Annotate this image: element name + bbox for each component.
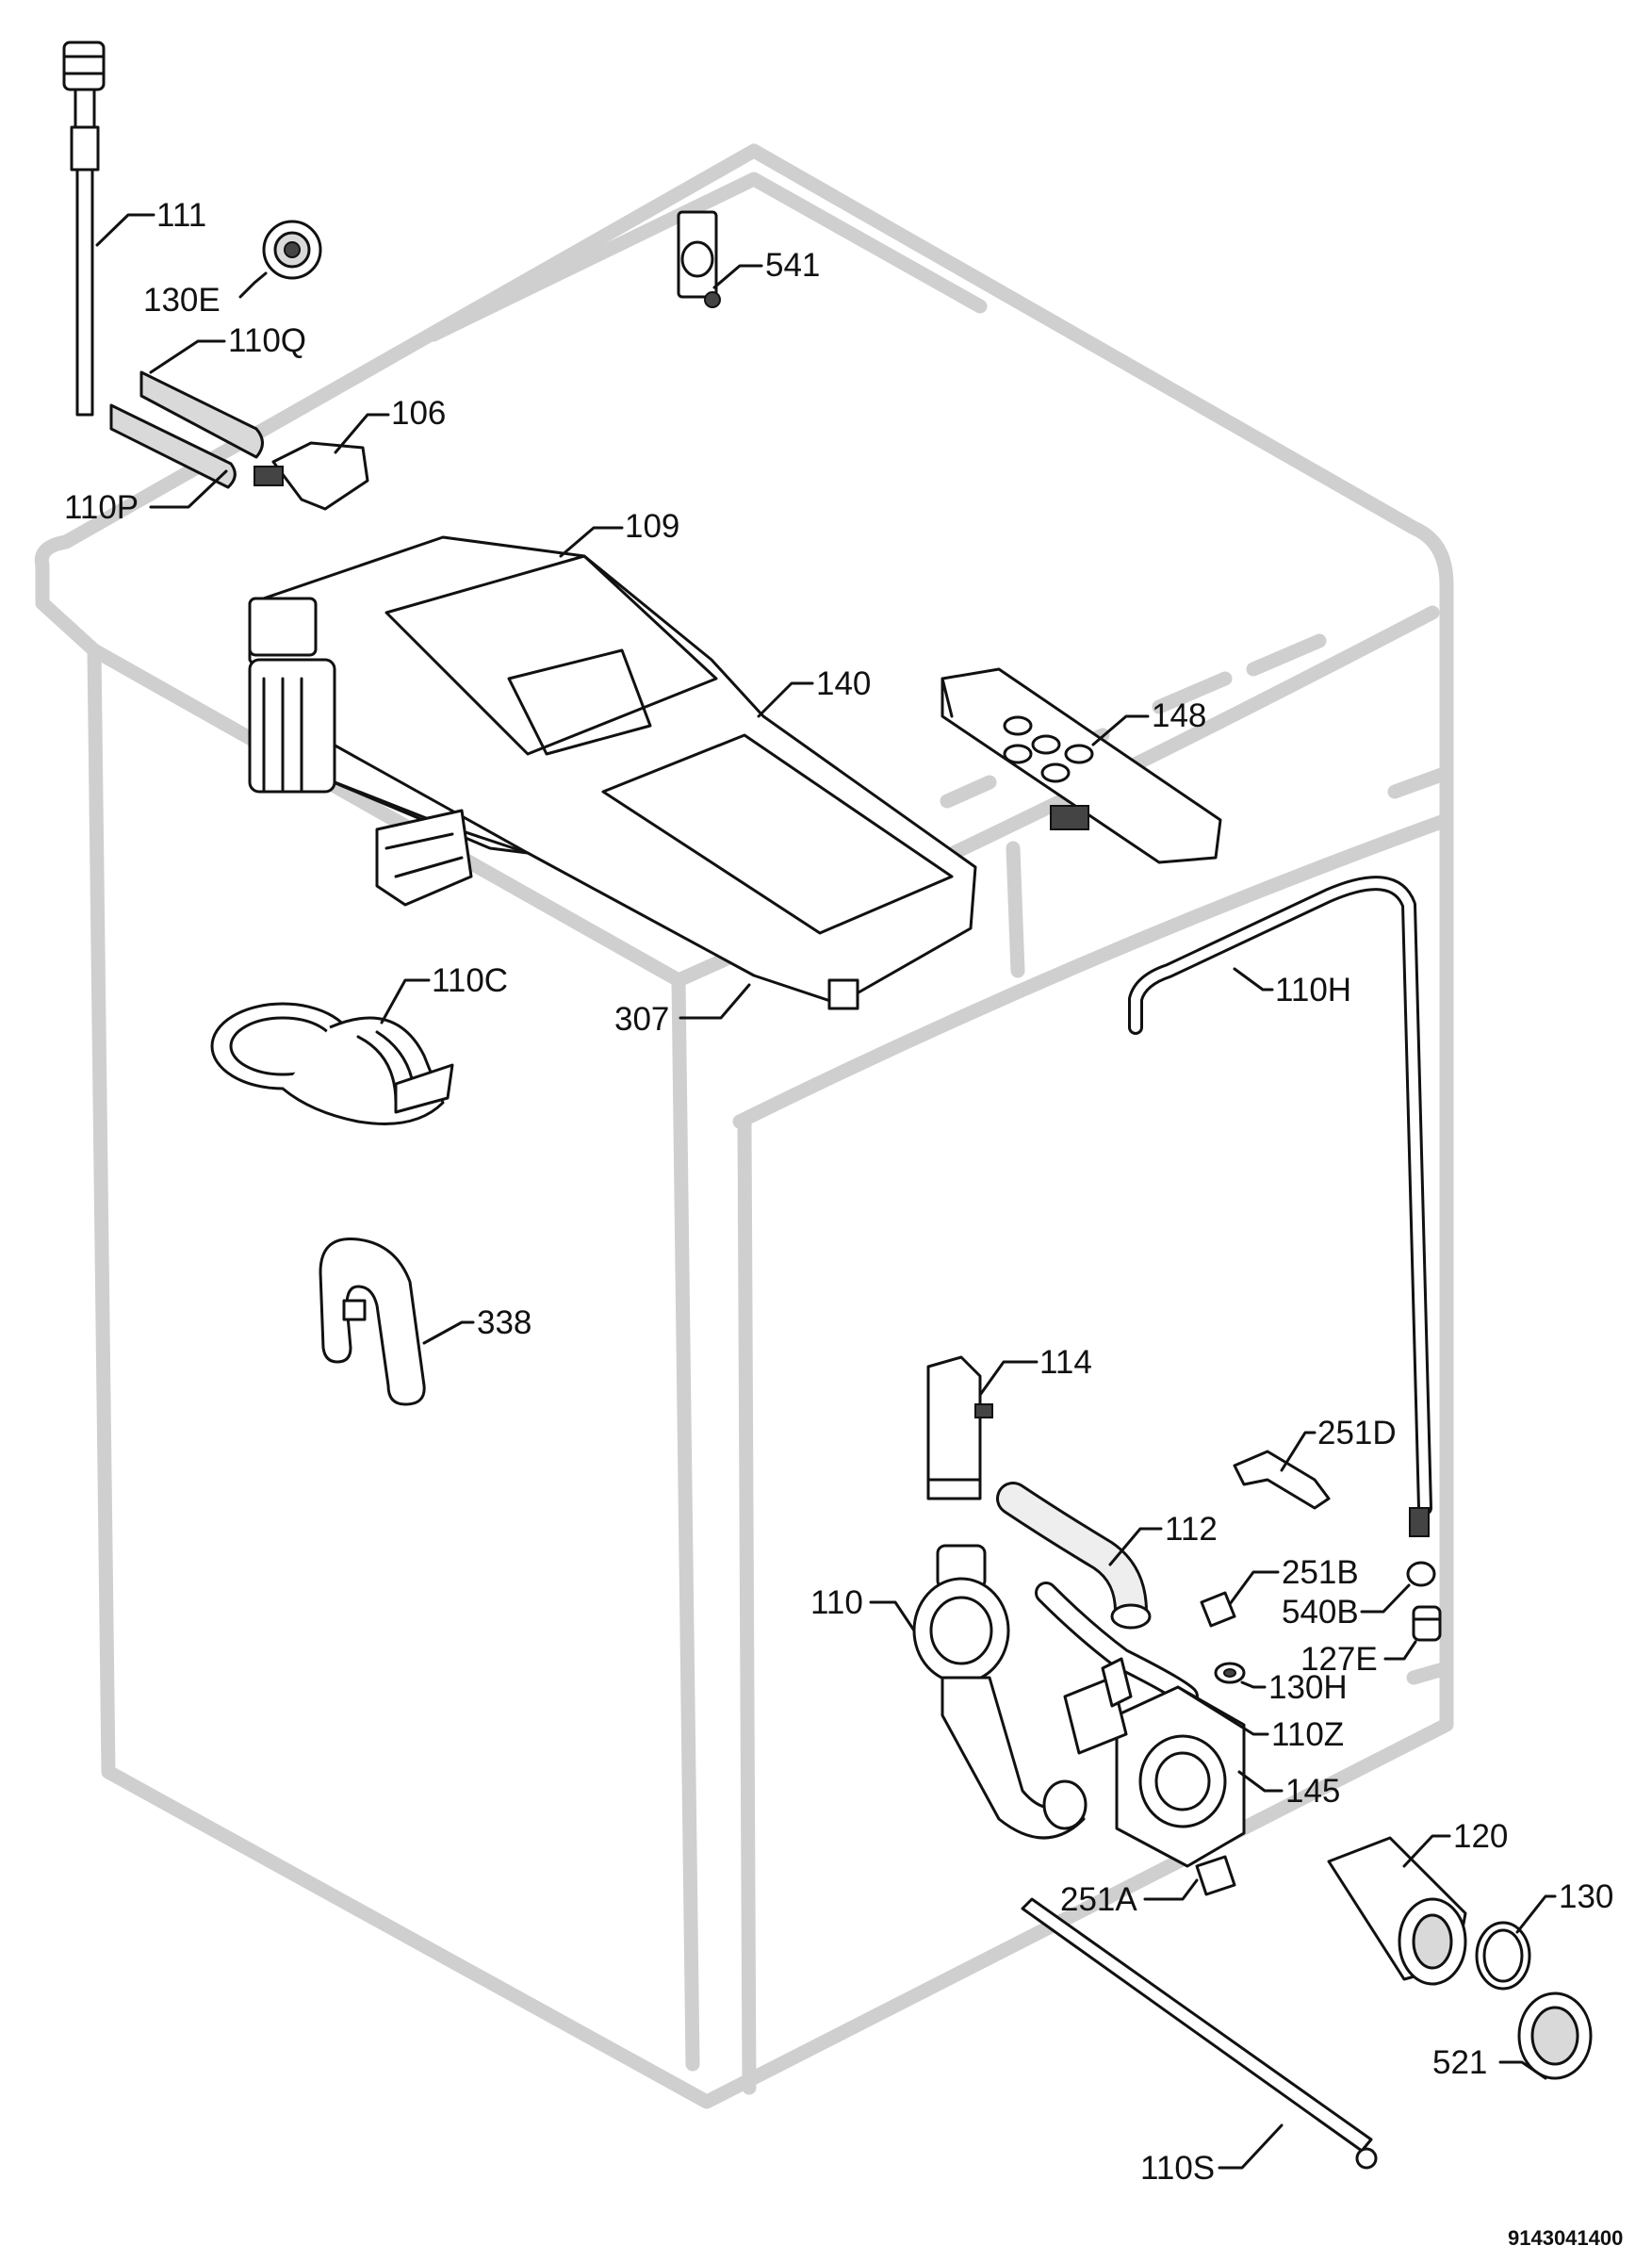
clip-251B xyxy=(1200,1591,1236,1628)
corrugated-hose-112 xyxy=(996,1482,1152,1630)
label-110H: 110H xyxy=(1275,972,1351,1008)
drain-hose-110H xyxy=(1128,876,1432,1537)
clamp-540B xyxy=(1406,1561,1436,1587)
hose-guide-338 xyxy=(319,1237,426,1406)
sump-110 xyxy=(912,1544,1088,1840)
clip-541 xyxy=(677,210,721,308)
clip-251A xyxy=(1195,1855,1236,1896)
nozzle-127E xyxy=(1412,1605,1442,1642)
cap-521 xyxy=(1517,1992,1593,2080)
label-307: 307 xyxy=(614,1001,669,1038)
label-148: 148 xyxy=(1152,697,1206,734)
pipes-110P-110Q xyxy=(109,370,264,489)
label-130: 130 xyxy=(1559,1878,1613,1915)
label-109: 109 xyxy=(625,508,679,545)
drawer-148 xyxy=(940,667,1222,864)
inlet-hose-111 xyxy=(62,41,106,417)
label-112: 112 xyxy=(1165,1511,1218,1548)
label-110C: 110C xyxy=(432,962,508,999)
label-111: 111 xyxy=(156,197,206,234)
label-110Z: 110Z xyxy=(1271,1716,1344,1753)
standpipe-114 xyxy=(926,1355,993,1500)
clip-251D xyxy=(1233,1450,1331,1510)
o-ring-130 xyxy=(1475,1921,1531,1991)
label-110P: 110P xyxy=(64,489,139,526)
dispenser-housing-109-140 xyxy=(248,535,977,1010)
part-labels: 111 130E 110Q 106 110P 541 109 140 148 1… xyxy=(64,197,1613,2187)
cap-130E xyxy=(262,220,322,280)
label-251A: 251A xyxy=(1060,1881,1137,1918)
ring-130H xyxy=(1214,1662,1246,1684)
rod-110S xyxy=(1021,1897,1378,2170)
label-540B: 540B xyxy=(1282,1594,1359,1631)
label-106: 106 xyxy=(391,395,446,432)
label-251D: 251D xyxy=(1317,1415,1397,1451)
label-140: 140 xyxy=(816,665,871,702)
bellows-110C xyxy=(210,1002,454,1125)
label-110Q: 110Q xyxy=(228,322,306,359)
label-130H: 130H xyxy=(1268,1669,1348,1706)
document-code: 9143041400 xyxy=(1508,2226,1623,2250)
filter-120 xyxy=(1327,1836,1467,1986)
label-110: 110 xyxy=(810,1584,863,1621)
pump-145 xyxy=(1063,1657,1246,1868)
cabinet-outline xyxy=(34,143,1454,2109)
label-127E: 127E xyxy=(1300,1641,1378,1678)
label-541: 541 xyxy=(765,247,820,284)
leader-lines xyxy=(95,213,1557,2170)
label-145: 145 xyxy=(1285,1773,1340,1810)
valve-106 xyxy=(254,441,369,511)
label-251B: 251B xyxy=(1282,1554,1359,1591)
label-130E: 130E xyxy=(143,282,221,319)
label-110S: 110S xyxy=(1140,2150,1215,2187)
label-114: 114 xyxy=(1039,1344,1092,1381)
label-338: 338 xyxy=(477,1304,532,1341)
label-521: 521 xyxy=(1432,2044,1487,2081)
label-120: 120 xyxy=(1453,1818,1508,1855)
